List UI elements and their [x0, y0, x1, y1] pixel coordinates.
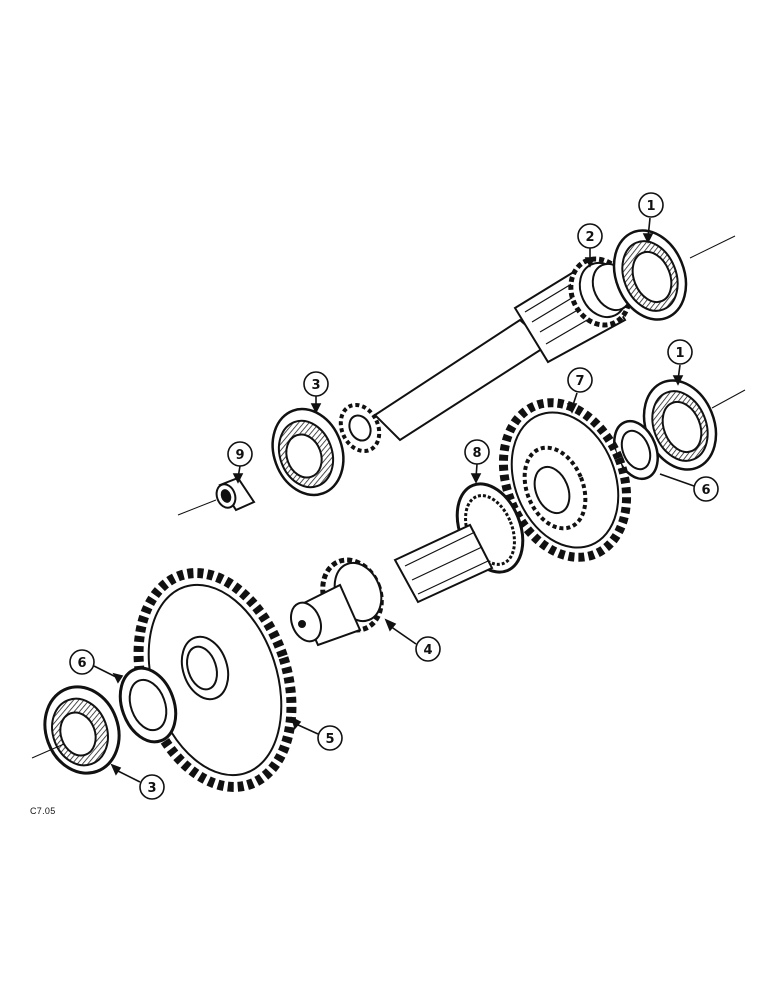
callout-label: 3 — [147, 781, 156, 796]
bushing-9 — [215, 476, 256, 512]
upper-shaft-assembly — [177, 229, 736, 516]
callout-label: 6 — [77, 656, 86, 671]
callout-6-left: 6 — [69, 649, 124, 684]
callout-4: 4 — [384, 618, 441, 662]
gear-7 — [498, 398, 632, 562]
callout-2: 2 — [577, 223, 603, 268]
callout-label: 5 — [325, 732, 334, 747]
lower-axis-line-right — [711, 389, 746, 409]
figure-code: C7.05 — [30, 806, 56, 816]
callout-label: 8 — [472, 446, 481, 461]
callout-7: 7 — [566, 367, 593, 414]
callout-1-upper: 1 — [638, 192, 664, 244]
callout-5: 5 — [290, 716, 343, 751]
callout-label: 4 — [423, 643, 432, 658]
callout-label: 7 — [575, 374, 584, 389]
mainshaft-4 — [290, 523, 494, 647]
callout-6-right: 6 — [659, 473, 719, 502]
upper-shaft-rear-spline — [338, 402, 382, 454]
upper-axis-line-right — [689, 235, 736, 259]
callout-1-lower: 1 — [667, 339, 693, 386]
callout-9: 9 — [227, 441, 253, 484]
bearing-3-upper — [271, 407, 345, 497]
thrust-washer-6-right — [613, 419, 659, 481]
callout-3-upper: 3 — [303, 371, 329, 414]
callout-label: 1 — [646, 199, 655, 214]
callout-label: 3 — [311, 378, 320, 393]
callout-label: 6 — [701, 483, 710, 498]
bearing-1-lower — [642, 379, 718, 471]
callout-label: 1 — [675, 346, 684, 361]
lower-axis-line-left — [31, 743, 65, 759]
callouts: 1 2 1 7 3 — [69, 192, 719, 800]
callout-label: 2 — [585, 230, 594, 245]
lower-shaft-assembly — [31, 379, 746, 792]
thrust-washer-6-left — [118, 666, 178, 744]
callout-label: 9 — [235, 448, 244, 463]
callout-8: 8 — [464, 439, 490, 484]
upper-axis-line-left — [177, 499, 217, 516]
callout-3-lower: 3 — [110, 763, 165, 800]
bearing-1-upper — [612, 229, 688, 321]
gear-5 — [133, 568, 297, 792]
bearing-3-lower — [43, 685, 121, 775]
